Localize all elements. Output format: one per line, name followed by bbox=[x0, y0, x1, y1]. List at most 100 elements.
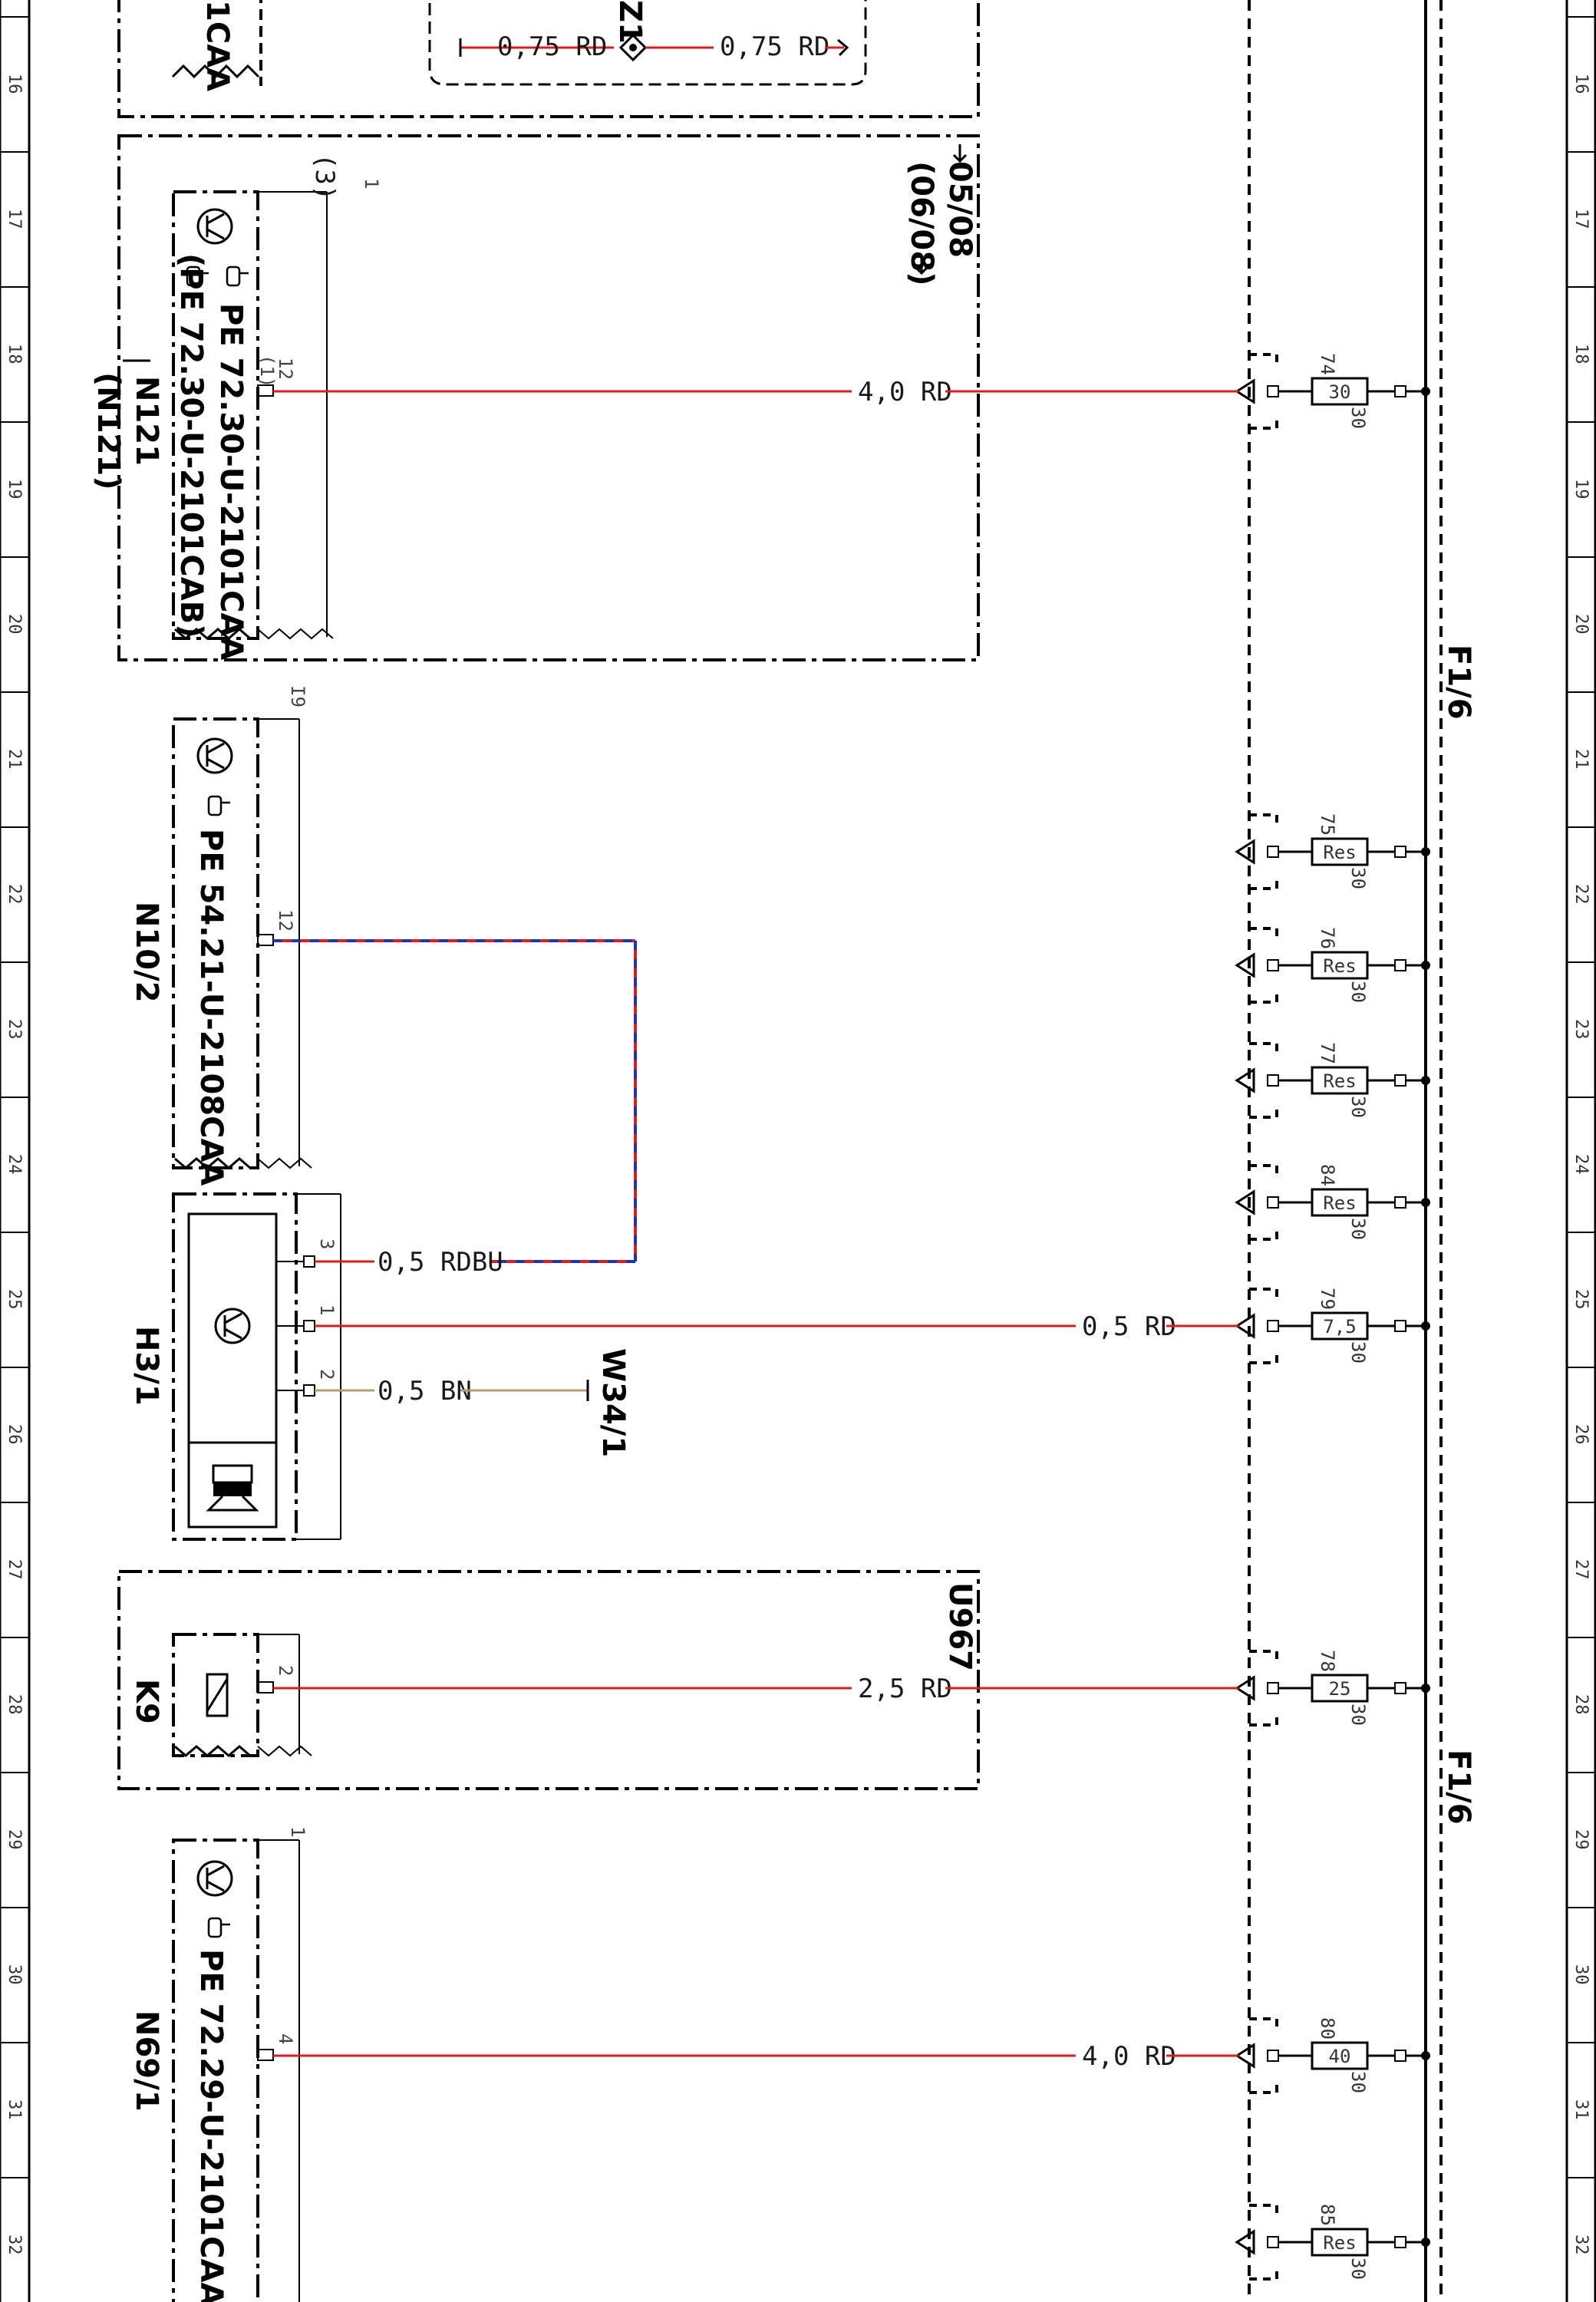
ruler-number: 27 bbox=[5, 1559, 24, 1580]
n10-2-hand-icon bbox=[207, 795, 230, 816]
n121-hand-icon bbox=[226, 265, 249, 287]
fuse-number: 76 bbox=[1317, 927, 1338, 949]
h3-1-module-body bbox=[187, 1212, 278, 1444]
fuse-output-label: 30 bbox=[1347, 1096, 1369, 1118]
ruler-number: 30 bbox=[1571, 1964, 1591, 1985]
h3-1-component-name: H3/1 bbox=[129, 1326, 164, 1406]
n121-part-number-alt: (PE 72.30-U-2101CAB) bbox=[173, 253, 209, 638]
fuse-input-pin bbox=[1267, 1074, 1279, 1087]
fuse-output-label: 30 bbox=[1347, 867, 1369, 889]
ruler-number: 22 bbox=[5, 884, 24, 905]
bus-junction bbox=[1421, 387, 1430, 396]
n121-pin-number: 12 bbox=[275, 358, 296, 380]
ruler-number: 30 bbox=[5, 1964, 24, 1985]
top-fragment-part-label: 1CAA bbox=[200, 0, 235, 91]
ruler-number: 28 bbox=[1571, 1694, 1591, 1715]
bus-junction bbox=[1421, 1321, 1430, 1331]
fuse-input-pin bbox=[1267, 2236, 1279, 2248]
k9-wire-label: 2,5 RD bbox=[858, 1674, 952, 1704]
fuse-bracket bbox=[1249, 1042, 1278, 1119]
n69-1-component-name: N69/1 bbox=[129, 2010, 164, 2112]
fuse-number: 77 bbox=[1317, 1042, 1338, 1064]
fuse-rating: Res bbox=[1323, 955, 1356, 977]
fuse-connector-arrow bbox=[1235, 378, 1255, 404]
ruler-number: 19 bbox=[1571, 479, 1591, 500]
fuse-rating: 30 bbox=[1329, 381, 1351, 403]
fuse-input-pin bbox=[1267, 1320, 1279, 1332]
n121-wire-label: 4,0 RD bbox=[858, 377, 952, 407]
ruler-number: 20 bbox=[5, 614, 24, 635]
ruler-number: 17 bbox=[5, 209, 24, 229]
n69-1-pin-number: 4 bbox=[275, 2033, 296, 2044]
k9-pin-number: 2 bbox=[275, 1665, 296, 1676]
ruler-number: 21 bbox=[1571, 749, 1591, 770]
n121-component-alt-name: (N121) bbox=[91, 372, 126, 490]
fuse-rating: Res bbox=[1323, 1070, 1356, 1092]
ruler-number: 18 bbox=[5, 344, 24, 364]
ruler-number: 26 bbox=[1571, 1424, 1591, 1445]
h3-1-transistor-icon bbox=[214, 1308, 251, 1344]
bus-label-bottom: F1/6 bbox=[1441, 1750, 1476, 1825]
fuse-rating: 7,5 bbox=[1323, 1316, 1356, 1337]
k9-relay-icon bbox=[206, 1673, 229, 1717]
fuse-connector-arrow bbox=[1235, 2229, 1255, 2255]
h3-1-pin-2-number: 1 bbox=[316, 1304, 338, 1315]
fuse-output-pin bbox=[1394, 1196, 1406, 1209]
bus-junction bbox=[1421, 1684, 1430, 1693]
ruler-number: 27 bbox=[1571, 1559, 1591, 1580]
fuse-output-label: 30 bbox=[1347, 1218, 1369, 1240]
cut-label: Z1 bbox=[612, 0, 648, 44]
fuse-output-label: 30 bbox=[1347, 2257, 1369, 2280]
fuse-connector-arrow bbox=[1235, 2043, 1255, 2069]
bus-junction bbox=[1421, 961, 1430, 970]
fuse-output-pin bbox=[1394, 2236, 1406, 2248]
n121-group: PE 72.30-U-2101CAA (PE 72.30-U-2101CAB) … bbox=[91, 134, 1237, 661]
fuse-bracket bbox=[1249, 1650, 1278, 1726]
ruler-number: 25 bbox=[5, 1289, 24, 1310]
bus-junction bbox=[1421, 1076, 1430, 1085]
ruler-number: 19 bbox=[5, 479, 24, 500]
h3-1-group: H3/1 3 0,5 RDBU 1 0,5 RD 2 0,5 BN W34/1 bbox=[129, 1192, 1237, 1541]
fuse-bracket bbox=[1249, 813, 1278, 890]
bus-label-top: F1/6 bbox=[1441, 645, 1476, 720]
fuse-connector-arrow bbox=[1235, 1189, 1255, 1215]
fuse-box: 307430Res7530Res7630Res7730Res84307,5793… bbox=[1220, 353, 1430, 2281]
ruler-number: 25 bbox=[1571, 1289, 1591, 1310]
fuse-output-label: 30 bbox=[1347, 1703, 1369, 1726]
fuse-input-pin bbox=[1267, 959, 1279, 971]
n121-hand-icon-2 bbox=[186, 265, 209, 287]
n69-1-transistor-icon bbox=[196, 1860, 233, 1897]
n121-part-number: PE 72.30-U-2101CAA bbox=[213, 303, 249, 660]
ruler-number: 32 bbox=[5, 2234, 24, 2255]
bus-junction bbox=[1421, 847, 1430, 856]
ruler-number: 24 bbox=[1571, 1154, 1591, 1175]
fuse-output-pin bbox=[1394, 1682, 1406, 1694]
ruler-number: 16 bbox=[1571, 74, 1591, 94]
n10-2-group: PE 54.21-U-2108CAA N10/2 I9 12 bbox=[129, 685, 637, 1263]
h3-1-buzzer-icon bbox=[187, 1441, 278, 1529]
fuse-number: 80 bbox=[1317, 2017, 1338, 2040]
n10-2-connector-label: I9 bbox=[287, 685, 308, 707]
h3-1-ground-label: W34/1 bbox=[595, 1348, 631, 1457]
ruler-number: 21 bbox=[5, 749, 24, 770]
fuse-bracket bbox=[1249, 2017, 1278, 2094]
n121-connector-pin: 1 bbox=[361, 178, 382, 189]
n69-1-connector-label: 1 bbox=[287, 1826, 308, 1837]
top-wire-left-label: 0,75 RD bbox=[497, 31, 607, 62]
fuse-input-pin bbox=[1267, 385, 1279, 397]
n10-2-part-number: PE 54.21-U-2108CAA bbox=[193, 829, 229, 1186]
fuse-output-pin bbox=[1394, 2050, 1406, 2062]
k9-component-name: K9 bbox=[129, 1679, 164, 1724]
fuse-number: 84 bbox=[1317, 1164, 1338, 1186]
n69-1-part-number: PE 72.29-U-2101CAA bbox=[193, 1949, 229, 2302]
fuse-output-label: 30 bbox=[1347, 1341, 1369, 1364]
ruler-number: 29 bbox=[5, 1829, 24, 1850]
fuse-output-pin bbox=[1394, 1074, 1406, 1087]
fuse-input-pin bbox=[1267, 1682, 1279, 1694]
